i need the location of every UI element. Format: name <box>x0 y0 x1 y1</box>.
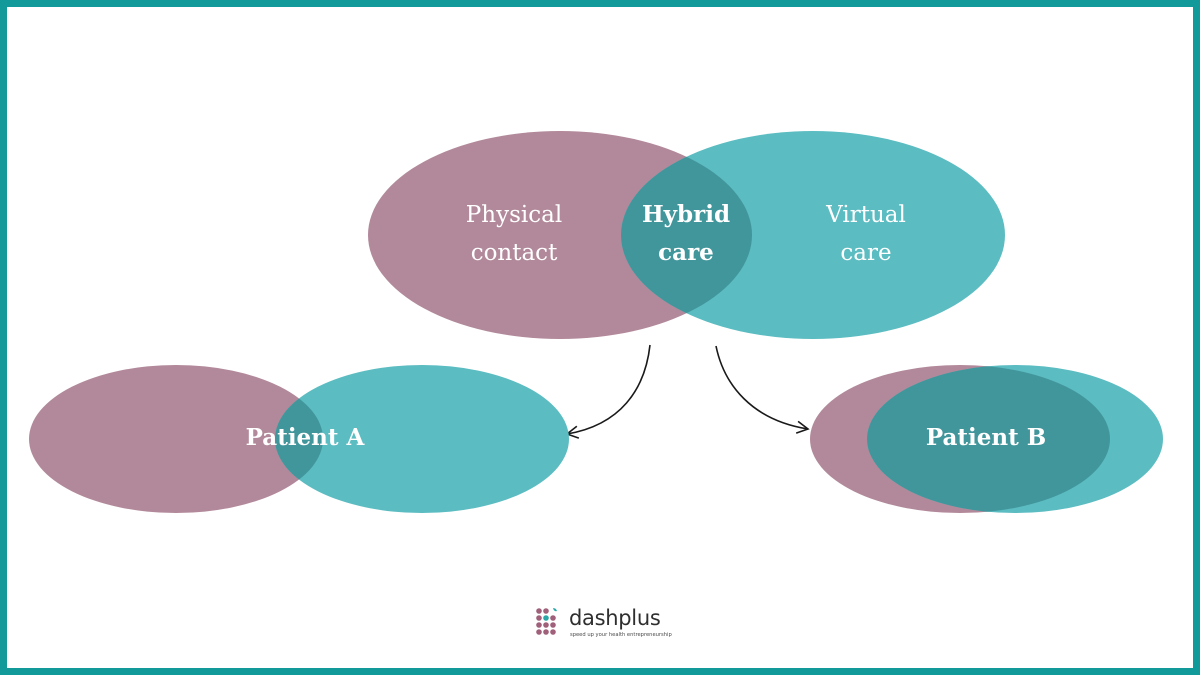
top-venn: Physical contact Hybrid care Virtual car… <box>368 131 1005 339</box>
patient-b-label: Patient B <box>926 424 1046 451</box>
patient-a-virtual-circle <box>275 365 569 513</box>
patient-a-label: Patient A <box>246 424 366 451</box>
hybrid-care-overlap <box>621 131 752 339</box>
hybrid-label-line2: care <box>658 239 714 266</box>
dots-grid-icon <box>536 608 557 635</box>
physical-label-line2: contact <box>471 240 558 266</box>
logo-tagline: speed up your health entrepreneurship <box>570 632 672 638</box>
arrow-to-patient-b <box>715 345 810 434</box>
physical-label-line1: Physical <box>466 202 562 228</box>
hybrid-label-line1: Hybrid <box>642 201 730 228</box>
patient-a-venn: Patient A <box>29 365 569 513</box>
patient-b-venn: Patient B <box>810 365 1163 513</box>
logo-wordmark: dashplus <box>569 606 660 630</box>
virtual-label-line2: care <box>840 240 891 266</box>
patient-b-overlap <box>867 365 1110 513</box>
virtual-label-line1: Virtual <box>825 202 906 228</box>
dashplus-logo: dashplus speed up your health entreprene… <box>536 606 672 638</box>
patient-a-physical-circle <box>29 365 323 513</box>
arrow-to-patient-a <box>565 344 651 439</box>
